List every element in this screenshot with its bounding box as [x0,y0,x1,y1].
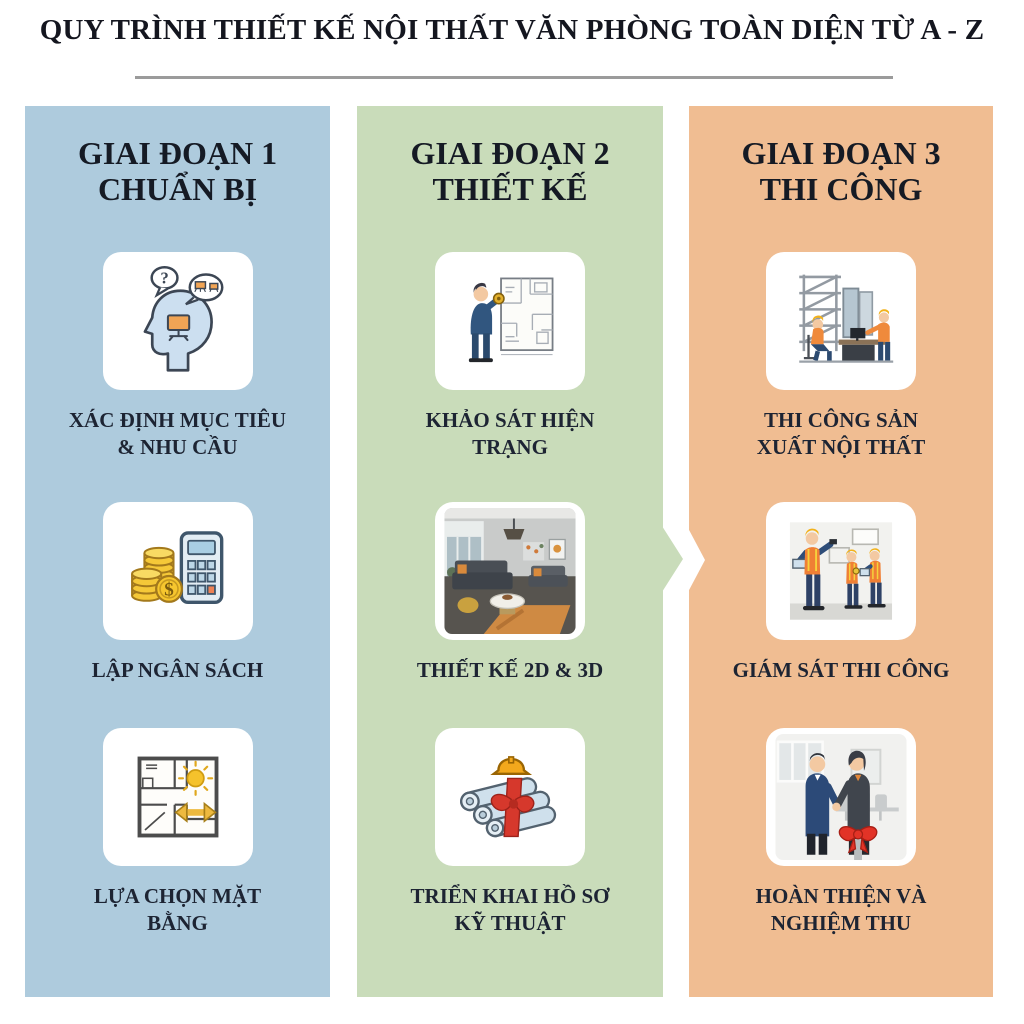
step-construction-supervision: GIÁM SÁT THI CÔNG [689,502,993,684]
site-supervision-icon [789,522,893,620]
title-divider [135,76,893,79]
step-label: GIÁM SÁT THI CÔNG [732,658,950,682]
step-icon-card [435,502,585,640]
site-survey-icon [468,277,554,363]
svg-text:?: ? [160,268,168,287]
step-icon-card [766,728,916,866]
step-icon-card [766,502,916,640]
step-label: KHẢO SÁT HIỆN TRẠNG [425,408,595,459]
step-site-survey: KHẢO SÁT HIỆN TRẠNG [357,252,663,461]
think-head-icon: ? [143,266,223,372]
phase-3-column: GIAI ĐOẠN 3 THI CÔNG [689,106,993,997]
step-site-selection: LỰA CHỌN MẶT BẰNG [25,728,330,937]
step-icon-card [102,728,253,866]
step-label: HOÀN THIỆN VÀ NGHIỆM THU [755,884,927,935]
flow-arrow-icon [662,526,683,592]
phase-3-heading: GIAI ĐOẠN 3 THI CÔNG [741,135,941,207]
coins-calculator-icon: $ [130,531,223,605]
furniture-production-icon [799,274,894,363]
handover-handshake-icon [775,734,907,860]
step-label: LỰA CHỌN MẶT BẰNG [93,884,262,935]
phase-2-column: GIAI ĐOẠN 2 THIẾT KẾ [357,106,663,997]
page-title: QUY TRÌNH THIẾT KẾ NỘI THẤT VĂN PHÒNG TO… [39,14,985,46]
step-2d-3d-design: THIẾT KẾ 2D & 3D [357,502,663,684]
phase-1-column: GIAI ĐOẠN 1 CHUẨN BỊ ? XÁC ĐỊNH MỤC TIÊU… [25,106,330,997]
step-icon-card [435,728,585,866]
svg-text:$: $ [164,580,174,601]
floor-plan-icon [137,756,218,838]
phase-1-heading: GIAI ĐOẠN 1 CHUẨN BỊ [77,135,278,207]
step-label: XÁC ĐỊNH MỤC TIÊU & NHU CẦU [68,408,287,459]
step-budget: $ LẬP NGÂN SÁCH [25,502,330,684]
step-icon-card [766,252,916,390]
step-icon-card: ? [102,252,253,390]
step-label: THI CÔNG SẢN XUẤT NỘI THẤT [756,408,926,459]
interior-render-icon [444,508,576,634]
blueprint-rolls-icon [460,756,557,838]
step-label: TRIỂN KHAI HỒ SƠ KỸ THUẬT [410,884,610,935]
step-label: THIẾT KẾ 2D & 3D [416,658,604,682]
step-technical-docs: TRIỂN KHAI HỒ SƠ KỸ THUẬT [357,728,663,937]
step-label: LẬP NGÂN SÁCH [91,658,264,682]
step-define-goals: ? XÁC ĐỊNH MỤC TIÊU & NHU CẦU [25,252,330,461]
step-completion-handover: HOÀN THIỆN VÀ NGHIỆM THU [689,728,993,937]
phase-2-heading: GIAI ĐOẠN 2 THIẾT KẾ [410,135,610,207]
step-icon-card: $ [102,502,253,640]
step-icon-card [435,252,585,390]
step-furniture-production: THI CÔNG SẢN XUẤT NỘI THẤT [689,252,993,461]
